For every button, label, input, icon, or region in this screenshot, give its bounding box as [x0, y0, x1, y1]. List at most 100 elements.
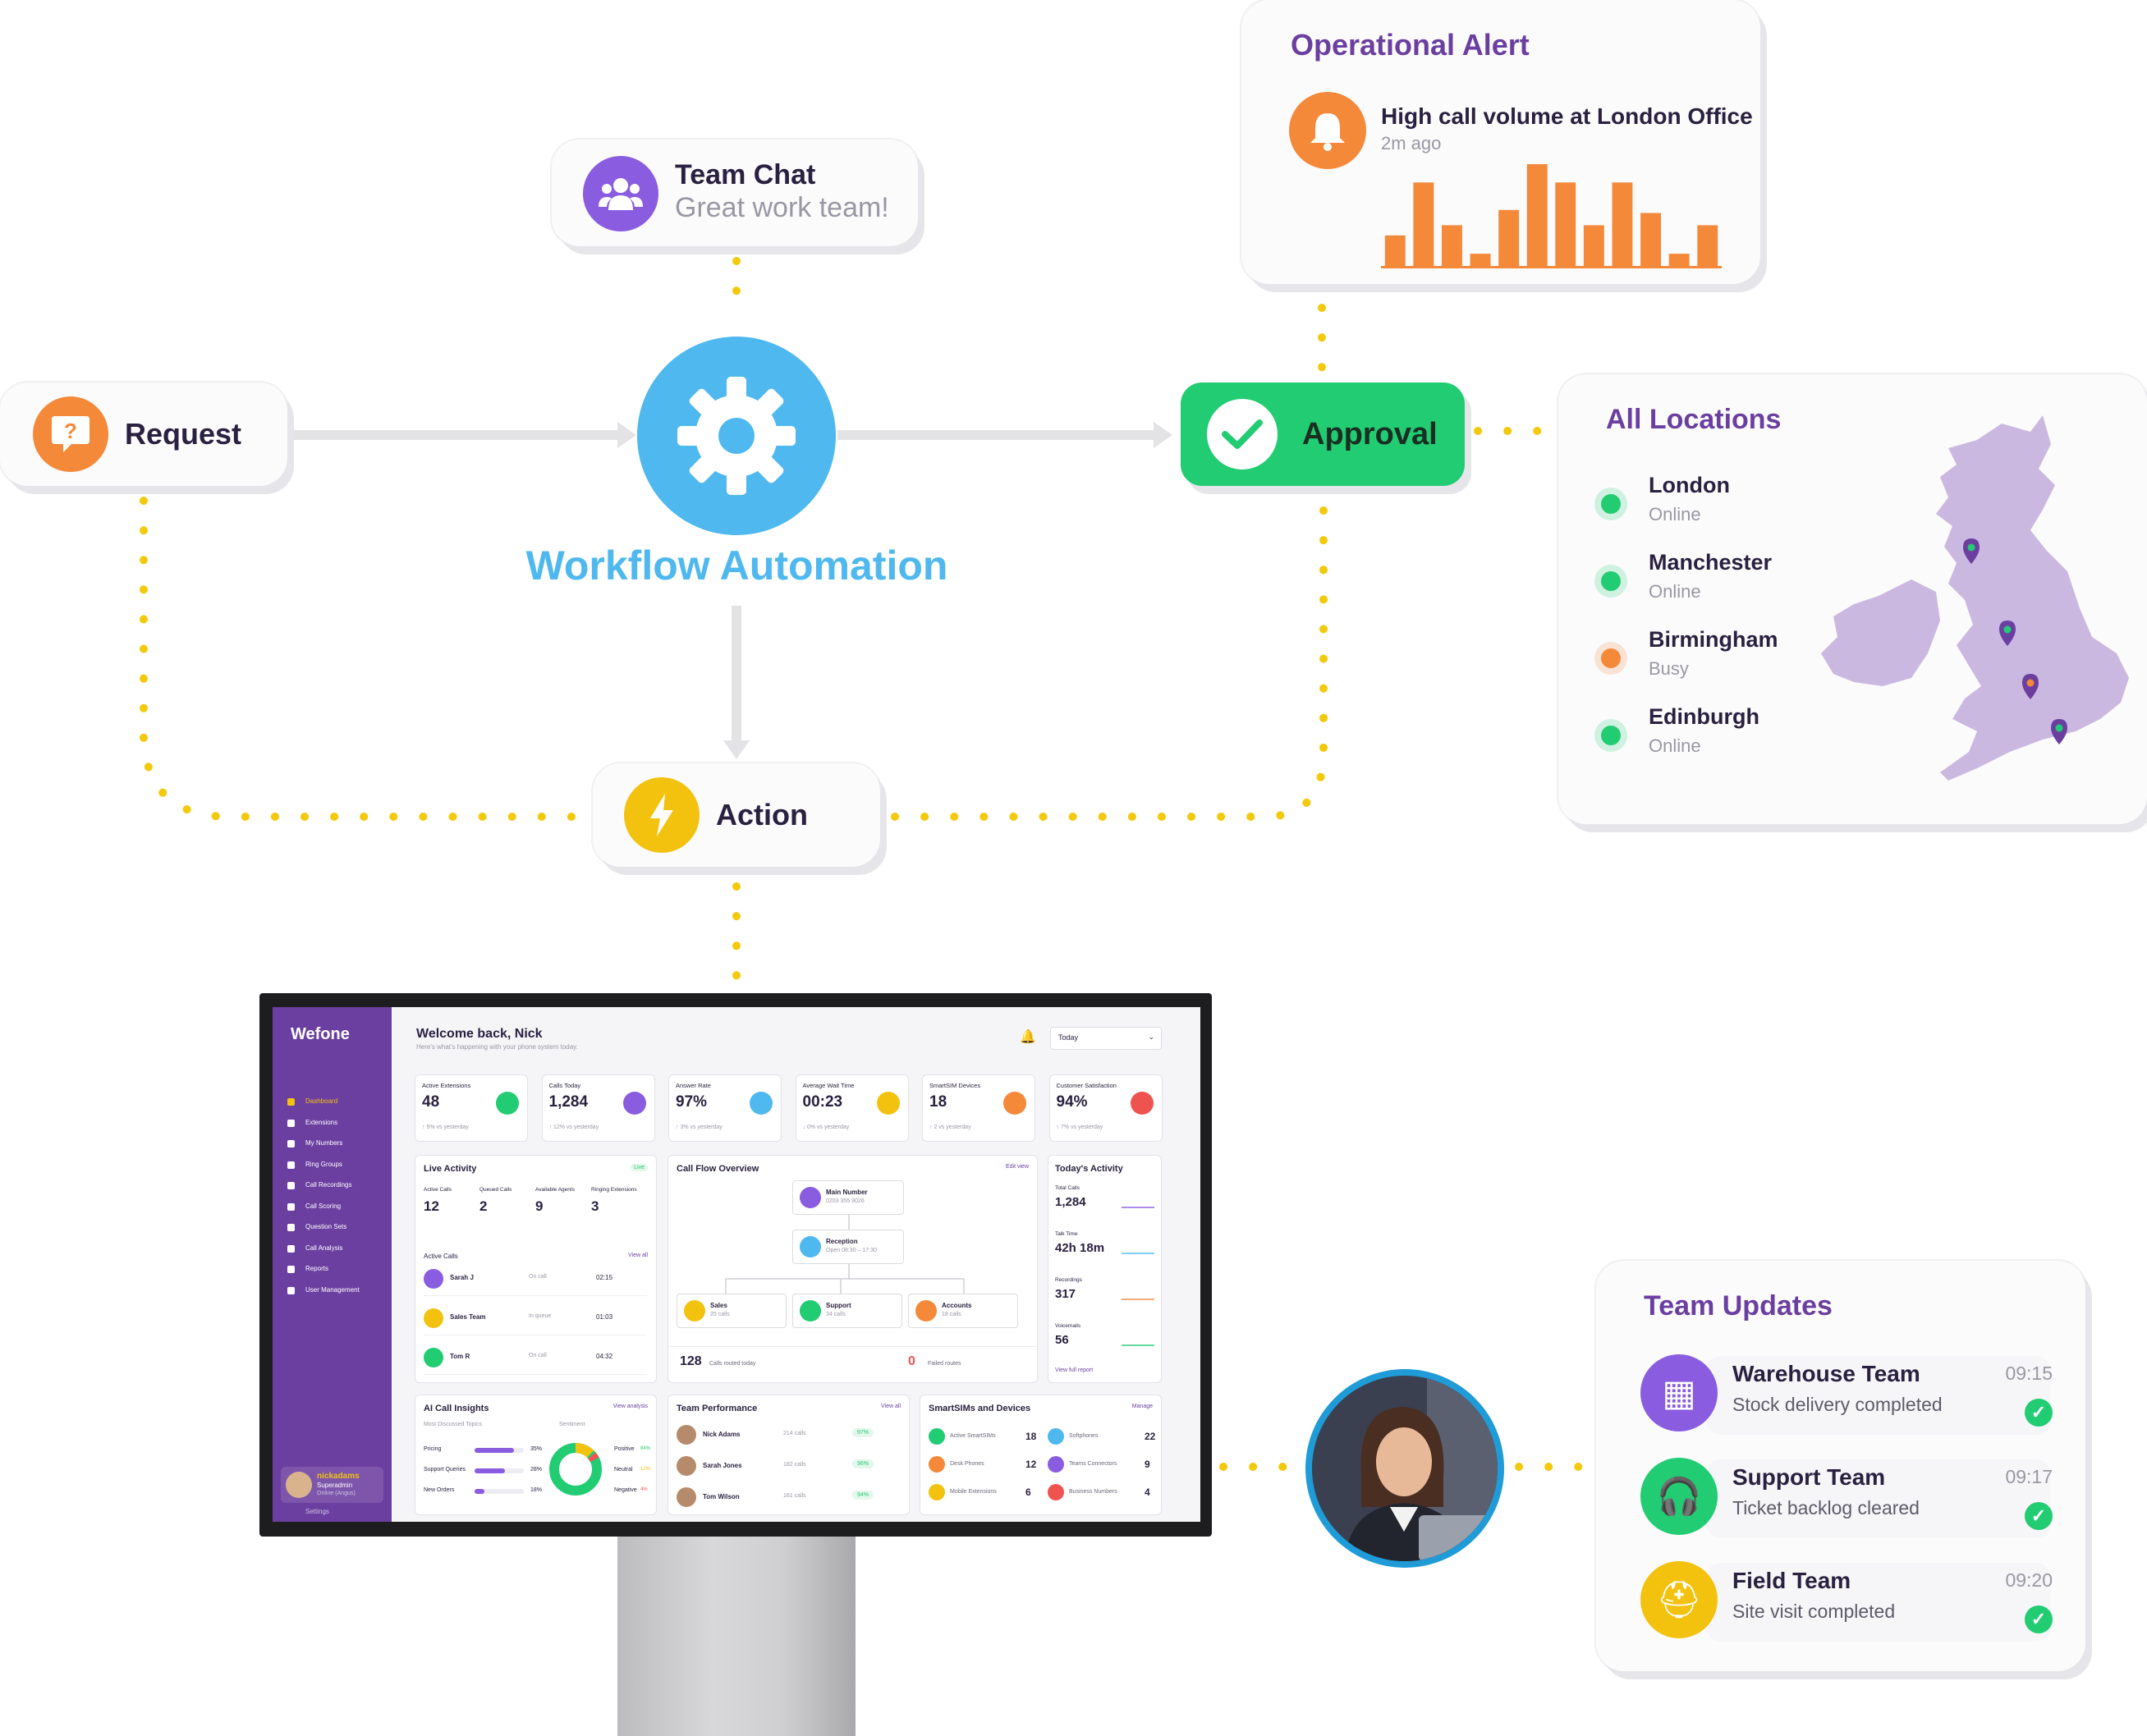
stat-label: Average Wait Time — [802, 1082, 855, 1089]
stat-icon — [1130, 1092, 1154, 1115]
live-metric-label: Available Agents — [535, 1187, 575, 1193]
check-circle-icon: ✓ — [2025, 1399, 2053, 1427]
sims-link[interactable]: Manage — [1131, 1404, 1153, 1409]
perf-link[interactable]: View all — [881, 1404, 901, 1409]
action-card[interactable]: Action — [593, 763, 880, 867]
nav-item[interactable]: Call Recordings — [287, 1179, 386, 1193]
sim-label: Desk Phones — [950, 1461, 984, 1467]
routed-value: 128 — [680, 1354, 702, 1368]
nav-label: Dashboard — [305, 1097, 338, 1105]
perf-name: Sarah Jones — [703, 1462, 742, 1469]
call-time: 02:15 — [596, 1274, 613, 1281]
nav-icon — [287, 1224, 295, 1231]
flow-main-number[interactable]: Main Number 0203 355 9026 — [792, 1180, 904, 1215]
sentiment-pct: 4% — [640, 1487, 648, 1492]
stat-icon — [750, 1092, 773, 1115]
hard-hat-icon: ⛑ — [1640, 1561, 1718, 1638]
settings-link[interactable]: Settings — [305, 1508, 329, 1515]
nav-item[interactable]: My Numbers — [287, 1138, 386, 1151]
live-view-all[interactable]: View all — [628, 1253, 648, 1258]
team-update-time: 09:20 — [2005, 1569, 2053, 1591]
bell-icon — [1289, 92, 1366, 169]
location-name: Birmingham — [1649, 627, 1778, 652]
boxes-icon: ▦ — [1640, 1354, 1718, 1431]
uk-map — [1821, 415, 2129, 781]
today-link[interactable]: View full report — [1055, 1367, 1094, 1373]
nav-item[interactable]: Reports — [287, 1263, 386, 1276]
flow-reception[interactable]: Reception Open 08:30 – 17:30 — [792, 1230, 904, 1264]
users-icon — [800, 1236, 821, 1257]
users-icon — [583, 156, 658, 231]
status-dot — [1601, 571, 1621, 591]
ai-link[interactable]: View analysis — [612, 1404, 648, 1409]
live-metric-value: 9 — [535, 1198, 544, 1214]
branch-detail: 34 calls — [826, 1312, 846, 1317]
user-chip[interactable]: nickadams Superadmin Online (Angus) — [281, 1467, 383, 1503]
request-label: Request — [125, 417, 242, 451]
alert-bar-chart — [1381, 164, 1722, 268]
alert-bar — [1555, 182, 1576, 266]
nav-item[interactable]: Call Analysis — [287, 1243, 386, 1256]
notification-bell-icon[interactable]: 🔔 — [1020, 1030, 1036, 1044]
branch-name: Accounts — [942, 1302, 972, 1309]
team-update-row-bg — [1706, 1356, 2051, 1435]
perf-calls: 161 calls — [783, 1493, 806, 1499]
approval-node[interactable]: Approval — [1181, 382, 1465, 486]
nav-item[interactable]: Ring Groups — [287, 1159, 386, 1172]
operational-alert-card[interactable]: Operational Alert High call volume at Lo… — [1241, 0, 1760, 284]
alert-title: Operational Alert — [1291, 28, 1530, 62]
perf-name: Tom Wilson — [703, 1493, 740, 1500]
gear-icon — [677, 377, 796, 495]
team-chat-title: Team Chat — [675, 159, 816, 190]
workflow-gear-node[interactable] — [637, 337, 836, 535]
stat-label: Answer Rate — [676, 1082, 711, 1089]
nav-item[interactable]: Dashboard — [287, 1096, 386, 1109]
today-sparkline — [1122, 1197, 1154, 1208]
active-calls-title: Active Calls — [424, 1253, 458, 1260]
team-chat-card[interactable]: Team Chat Great work team! — [552, 140, 918, 246]
sim-value: 9 — [1145, 1459, 1150, 1470]
nav-item[interactable]: Call Scoring — [287, 1201, 386, 1214]
nav-item[interactable]: Extensions — [287, 1117, 386, 1130]
nav-item[interactable]: User Management — [287, 1285, 386, 1298]
request-card[interactable]: ? Request — [0, 382, 287, 486]
status-dot — [1601, 494, 1621, 514]
action-label: Action — [716, 798, 808, 831]
period-select[interactable]: Today ⌄ — [1050, 1027, 1162, 1050]
perf-calls: 182 calls — [783, 1462, 806, 1468]
stat-value: 1,284 — [548, 1093, 589, 1111]
flow-edit-link[interactable]: Edit view — [1005, 1164, 1029, 1170]
today-sparkline — [1122, 1243, 1154, 1254]
flow-main-detail: 0203 355 9026 — [826, 1198, 865, 1204]
nav-item[interactable]: Question Sets — [287, 1221, 386, 1234]
sentiment-pct: 84% — [640, 1446, 651, 1451]
status-dot — [1601, 648, 1621, 668]
flow-main-name: Main Number — [826, 1189, 868, 1196]
check-circle-icon: ✓ — [2025, 1605, 2053, 1633]
team-update-team: Warehouse Team — [1732, 1361, 1920, 1386]
